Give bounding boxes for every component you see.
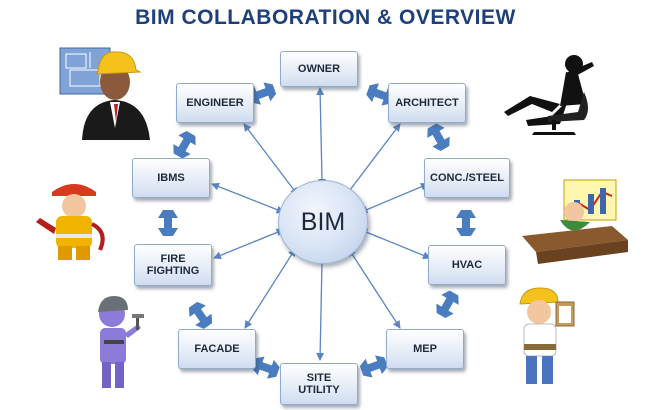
spoke-hvac (359, 228, 431, 260)
ring-arrow-facade-fire (188, 301, 213, 329)
node-facade: FACADE (178, 329, 256, 369)
ring-arrow-mep-site (359, 355, 388, 378)
engineer-illustration (59, 47, 150, 140)
node-fire-fighting: FIRE FIGHTING (134, 244, 212, 286)
node-ibms: IBMS (132, 158, 210, 198)
ring-arrows (158, 82, 476, 379)
ring-arrow-engineer-owner (248, 82, 277, 105)
node-hvac: HVAC (428, 245, 506, 285)
businessman-illustration (504, 55, 594, 135)
ring-arrow-hvac-mep (436, 290, 459, 319)
desk-person-illustration (522, 179, 628, 264)
node-architect: ARCHITECT (388, 83, 466, 123)
hub-bim: BIM (278, 180, 368, 264)
spoke-architect (345, 123, 401, 196)
clipboard-worker-illustration (519, 287, 575, 384)
construction-worker-illustration (98, 296, 144, 388)
ring-arrow-ibms-engineer (173, 130, 196, 159)
spoke-conc-steel (359, 183, 429, 214)
ring-arrow-owner-architect (366, 83, 395, 106)
ring-arrow-site-facade (251, 356, 280, 379)
spoke-owner (316, 87, 326, 187)
node-conc-steel: CONC./STEEL (424, 158, 510, 198)
firefighter-illustration (36, 184, 105, 260)
spoke-fire-fighting (213, 228, 285, 260)
node-owner: OWNER (280, 51, 358, 87)
spoke-site-utility (316, 255, 326, 361)
diagram-title: BIM COLLABORATION & OVERVIEW (135, 6, 516, 29)
spoke-ibms (211, 182, 285, 214)
spoke-engineer (243, 123, 299, 196)
spoke-mep (348, 248, 401, 329)
ring-arrow-fire-ibms (158, 210, 178, 236)
spoke-facade (244, 248, 296, 329)
node-mep: MEP (386, 329, 464, 369)
node-engineer: ENGINEER (176, 83, 254, 123)
ring-arrow-conc-hvac (456, 210, 476, 236)
node-site-utility: SITE UTILITY (280, 363, 358, 405)
ring-arrow-architect-conc (427, 123, 450, 152)
